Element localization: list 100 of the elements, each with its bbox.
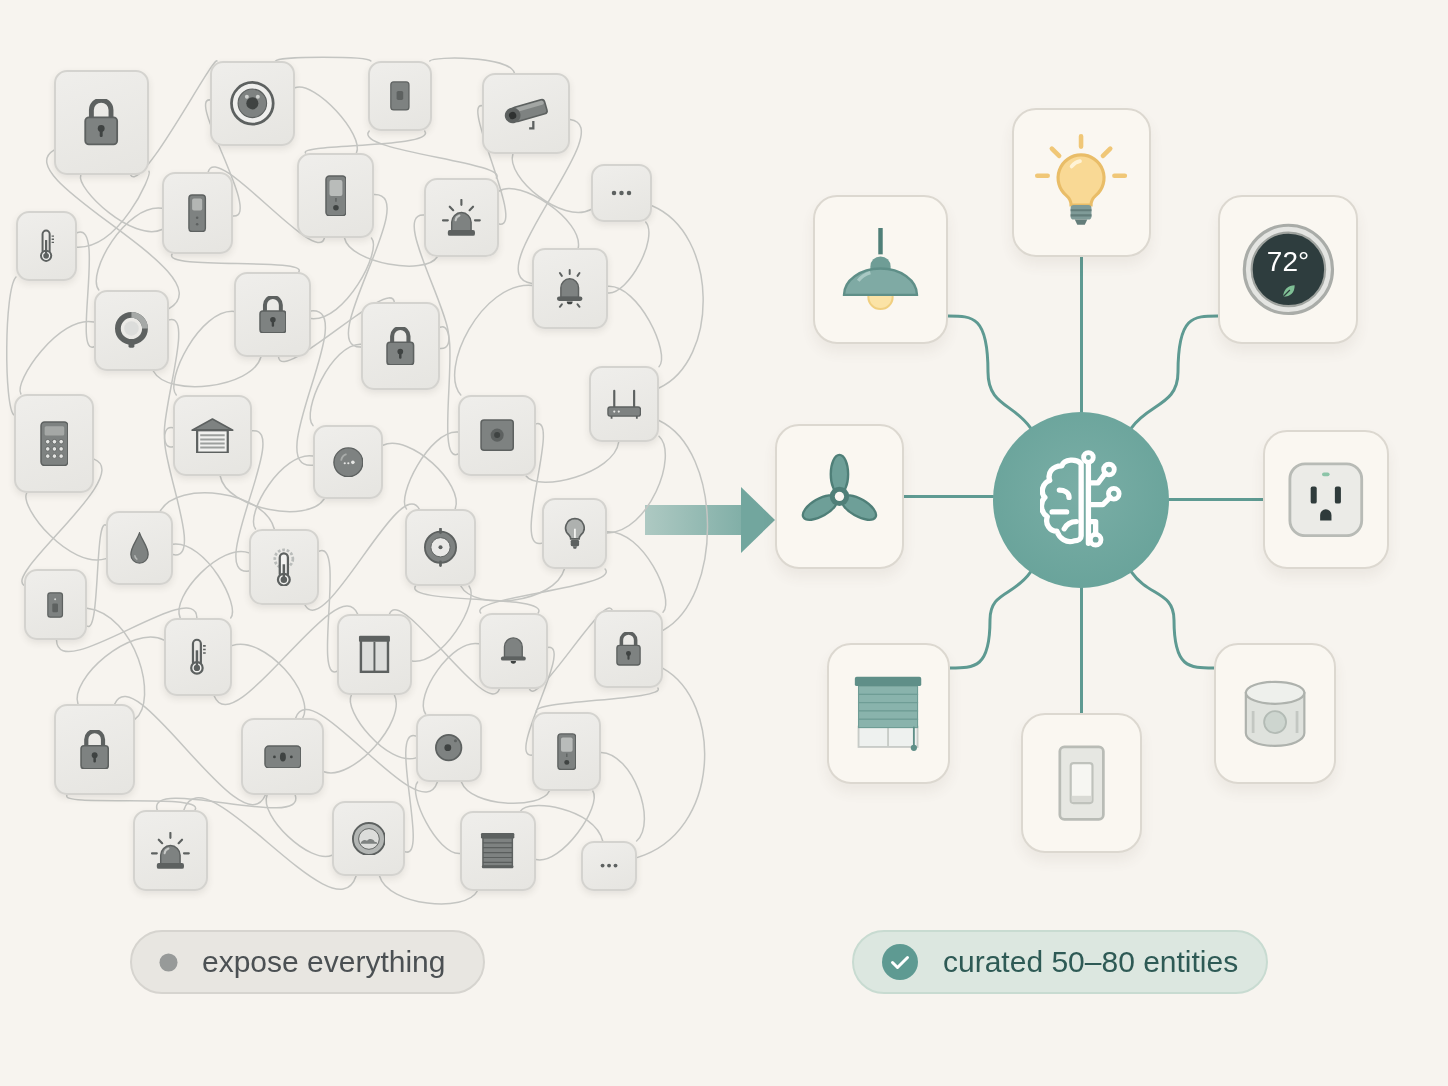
wire-line [274,56,372,62]
device-tile [164,618,232,696]
wire-line [636,667,706,859]
wire-line [428,57,516,74]
wire-line [304,130,426,154]
wire-line [55,607,198,653]
temperature-reading: 72° [1266,248,1310,277]
wire-line [411,585,472,662]
device-tile [313,425,383,499]
device-tile [1012,108,1151,257]
wire-line [19,320,95,395]
device-tile [368,61,432,131]
device-tile [1214,643,1336,784]
wire-line [525,441,620,483]
wire-line [477,104,507,225]
wire-line [213,605,359,705]
connector-line [1080,586,1083,715]
wire-line [453,284,533,396]
wire-line [600,751,646,842]
device-tile [1218,195,1358,344]
wire-line [349,694,417,760]
wire-line [388,609,501,695]
device-tile [54,704,135,795]
wire-line [163,426,186,556]
wire-line [403,431,459,510]
wire-line [367,130,498,179]
wire-line [517,118,583,285]
wire-line [460,781,551,804]
device-tile [249,529,319,605]
wire-line [310,237,374,320]
wire-line [382,442,458,510]
device-tile [581,841,637,891]
device-tile [234,272,311,357]
device-tile [416,714,482,782]
device-tile [594,610,663,688]
device-tile [827,643,950,784]
wire-line [318,550,338,673]
device-tile [813,195,948,344]
connector-line [902,495,995,498]
wire-line [525,646,555,756]
device-tile [532,248,608,329]
wire-line [80,174,163,233]
wire-line [219,475,325,513]
connector-line [948,570,1032,670]
device-tile [14,394,94,493]
device-tile [133,810,208,891]
wire-line [347,193,388,348]
wire-line [46,149,180,310]
device-tile [94,290,169,371]
wire-line [66,794,196,811]
wire-line [323,694,397,774]
wire-line [422,642,480,715]
device-tile [542,498,607,569]
wire-line [172,543,234,619]
wire-line [404,735,417,853]
wire-line [21,458,103,587]
wire-line [606,530,667,613]
wire-line [658,419,709,632]
wire-line [309,343,362,427]
device-tile [54,70,149,175]
wire-line [414,585,539,614]
wire-line [95,207,163,291]
wire-line [296,310,326,466]
wire-line [252,455,314,530]
wire-line [171,253,300,273]
wire-line [207,166,326,244]
wire-line [205,99,241,217]
wire-line [76,231,95,348]
device-tile [591,164,652,222]
device-tile [332,801,405,876]
wire-line [86,607,146,720]
connector-line [1130,570,1216,670]
wire-line [231,643,306,719]
wire-line [651,205,704,389]
wire-line [86,524,107,627]
wire-line [535,790,595,861]
wire-line [25,492,107,561]
wire-line [304,503,420,611]
device-tile [173,395,252,476]
wire-line [294,709,439,793]
wire-line [607,285,663,368]
device-tile [460,811,536,891]
wire-line [606,435,666,534]
wire-line [156,794,296,811]
device-tile [210,61,295,146]
wire-line [519,804,604,842]
wire-line [183,797,357,890]
device-tile [106,511,173,585]
wire-line [439,326,459,455]
wire-line [152,356,262,388]
wire-line [498,187,579,249]
wire-line [265,794,333,858]
wire-line [76,170,150,248]
connector-line [946,314,1032,430]
wire-line [535,687,659,713]
wire-line [178,550,250,619]
device-tile [1263,430,1389,569]
wire-line [528,607,613,692]
device-tile [361,302,440,390]
wire-line [378,875,479,905]
